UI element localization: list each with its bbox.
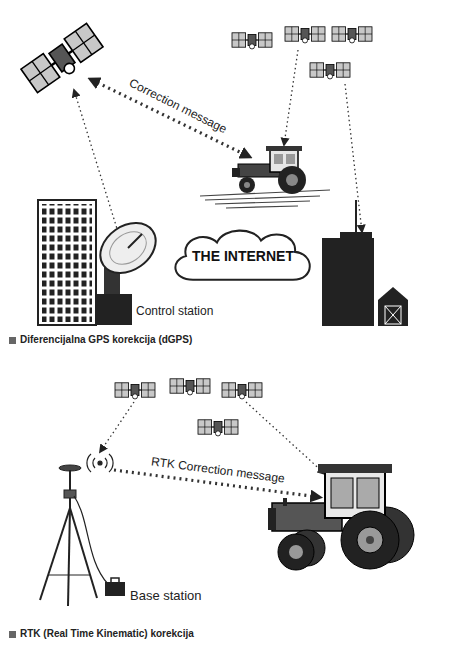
callout-label: Control station xyxy=(136,304,213,318)
signal-lines xyxy=(100,402,325,497)
signal-lines xyxy=(74,50,362,232)
network-cloud: THE INTERNET xyxy=(168,226,318,286)
tractor-large xyxy=(268,464,414,570)
station-building xyxy=(322,200,374,326)
figure-caption: RTK (Real Time Kinematic) korekcija xyxy=(20,628,194,639)
receiver-case xyxy=(105,578,125,596)
satellite-group xyxy=(115,379,262,436)
satellite-large xyxy=(21,23,105,95)
callout-label: RTK Correction message xyxy=(150,454,285,485)
node-label: THE INTERNET xyxy=(168,226,318,286)
office-building xyxy=(38,200,96,325)
satellite-group xyxy=(232,27,372,79)
callout-label: Correction message xyxy=(127,76,229,136)
caption-bullet xyxy=(9,631,16,638)
callout-label: Base station xyxy=(130,588,202,603)
caption-bullet xyxy=(9,337,16,344)
tractor-small xyxy=(232,146,306,194)
field xyxy=(200,190,330,208)
figure-caption: Diferencijalna GPS korekcija (dGPS) xyxy=(20,334,192,345)
barn xyxy=(378,287,408,326)
radio-symbol xyxy=(87,454,113,472)
base-station-tripod xyxy=(40,465,108,606)
